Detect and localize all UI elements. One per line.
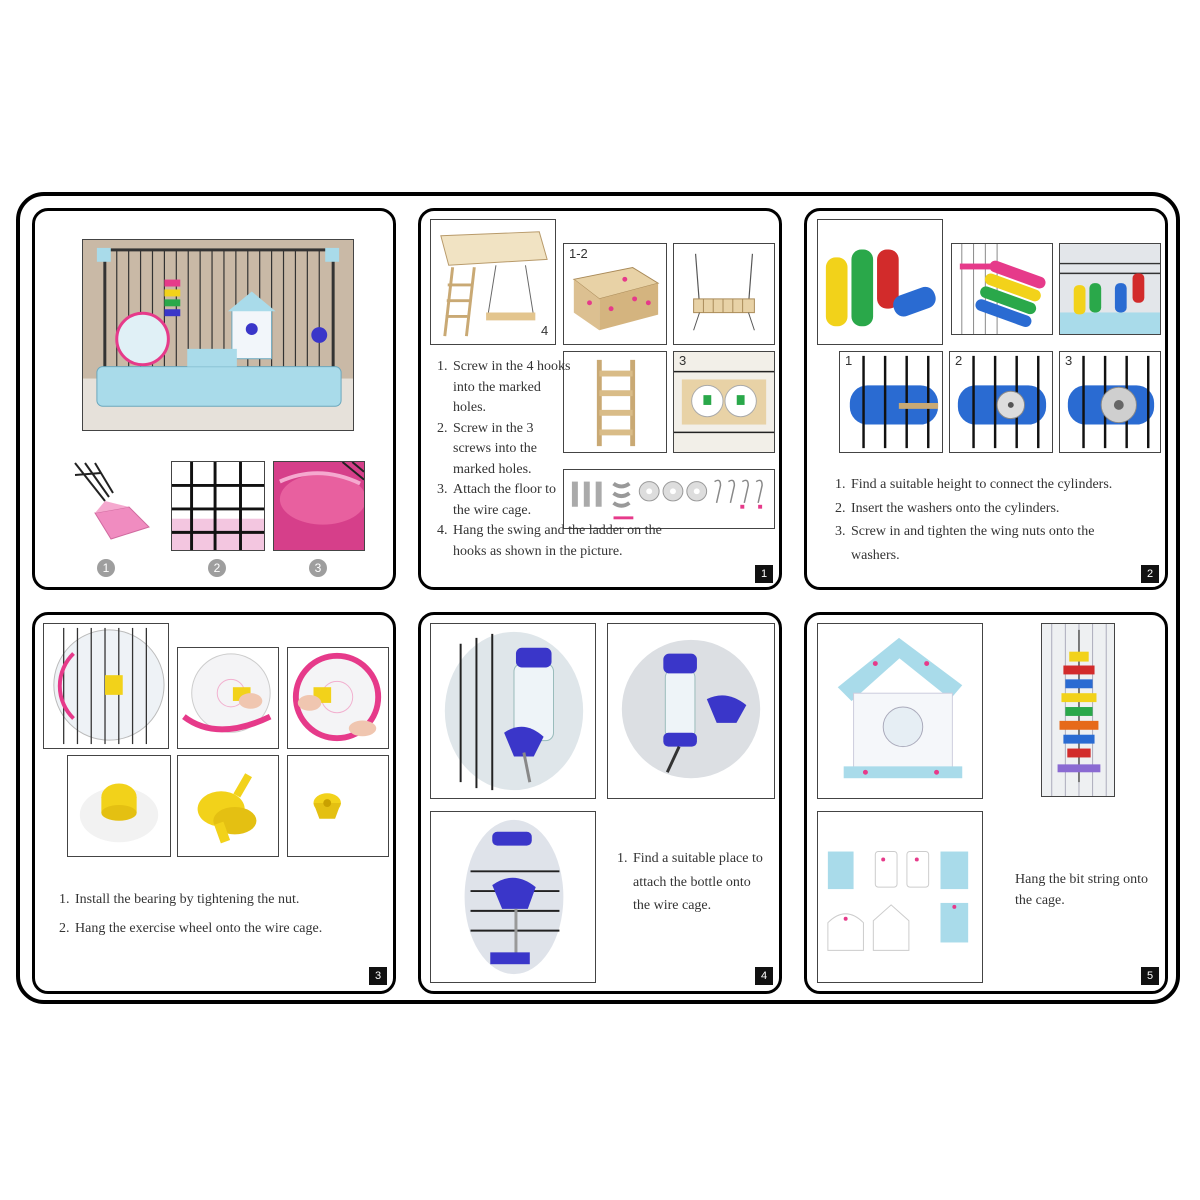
label-cyl-2: 2 — [955, 353, 963, 368]
instruction-3-1: Install the bearing by tightening the nu… — [73, 885, 403, 914]
pink-base-image — [273, 461, 365, 551]
step-5-note: Hang the bit string onto the cage. — [1015, 872, 1148, 908]
cylinder-step-2-image — [949, 351, 1053, 453]
step-badge-3: 3 — [369, 967, 387, 985]
step-4-instructions: Find a suitable place to attach the bott… — [613, 847, 771, 918]
cylinder-step-3-image — [1059, 351, 1161, 453]
cylinders-installed-image — [1059, 243, 1161, 335]
step-badge-5: 5 — [1141, 967, 1159, 985]
callout-circle-3: 3 — [309, 559, 327, 577]
house-assembled-image — [817, 623, 983, 799]
bottle-detached-image — [607, 623, 775, 799]
wood-swing-image — [673, 243, 775, 345]
wood-ladder-image — [563, 351, 667, 453]
nut-part-image — [177, 755, 279, 857]
instruction-3-2: Hang the exercise wheel onto the wire ca… — [73, 914, 403, 943]
cylinder-step-1-image — [839, 351, 943, 453]
panel-step-5: Hang the bit string onto the cage. 5 — [804, 612, 1168, 994]
instruction-2-2: Insert the washers onto the cylinders. — [849, 497, 1179, 521]
instruction-1-4: Hang the swing and the ladder on the hoo… — [451, 521, 671, 562]
hardware-parts-image — [563, 469, 775, 529]
panel-step-1: 4 1-2 — [418, 208, 782, 590]
step-1-instructions-cont: Hang the swing and the ladder on the hoo… — [433, 521, 671, 562]
callout-circle-1: 1 — [97, 559, 115, 577]
pink-tray-image — [71, 461, 155, 545]
instruction-1-2: Screw in the 3 screws into the marked ho… — [451, 419, 575, 481]
wheel-on-cage-image — [43, 623, 169, 749]
label-cyl-1: 1 — [845, 353, 853, 368]
floor-under-cage-image — [673, 351, 775, 453]
instruction-1-3: Attach the floor to the wire cage. — [451, 480, 575, 521]
cylinders-on-cage-image — [951, 243, 1053, 335]
step-3-instructions: Install the bearing by tightening the nu… — [55, 885, 403, 943]
instruction-2-1: Find a suitable height to connect the cy… — [849, 473, 1179, 497]
bottle-installed-image — [430, 811, 596, 983]
wood-box-holes-image — [563, 243, 667, 345]
panel-overview: 1 2 3 — [32, 208, 396, 590]
step-badge-4: 4 — [755, 967, 773, 985]
step-badge-1: 1 — [755, 565, 773, 583]
label-4: 4 — [541, 323, 549, 338]
house-parts-image — [817, 811, 983, 983]
label-3: 3 — [679, 353, 687, 368]
cap-part-image — [287, 755, 389, 857]
step-badge-2: 2 — [1141, 565, 1159, 583]
instruction-2-3: Screw in and tighten the wing nuts onto … — [849, 520, 1179, 567]
instruction-1-1: Screw in the 4 hooks into the marked hol… — [451, 357, 575, 419]
panel-step-4: Find a suitable place to attach the bott… — [418, 612, 782, 994]
panel-step-2: 1 2 3 Find a suitable height to connect … — [804, 208, 1168, 590]
panel-step-3: Install the bearing by tightening the nu… — [32, 612, 396, 994]
wheel-nut-tighten-image — [287, 647, 389, 749]
label-cyl-3: 3 — [1065, 353, 1073, 368]
bottle-on-cage-image — [430, 623, 596, 799]
cage-overview-image — [82, 239, 354, 431]
step-1-instructions: Screw in the 4 hooks into the marked hol… — [433, 357, 575, 521]
bit-string-image — [1041, 623, 1115, 797]
wood-floor-assembly-image — [430, 219, 556, 345]
cage-corner-image — [171, 461, 265, 551]
wheel-bearing-insert-image — [177, 647, 279, 749]
cylinders-image — [817, 219, 943, 345]
bearing-part-image — [67, 755, 171, 857]
step-2-instructions: Find a suitable height to connect the cy… — [831, 473, 1179, 567]
instruction-4-1: Find a suitable place to attach the bott… — [631, 847, 771, 918]
label-1-2: 1-2 — [569, 246, 588, 261]
instruction-sheet — [16, 192, 1180, 1004]
callout-circle-2: 2 — [208, 559, 226, 577]
